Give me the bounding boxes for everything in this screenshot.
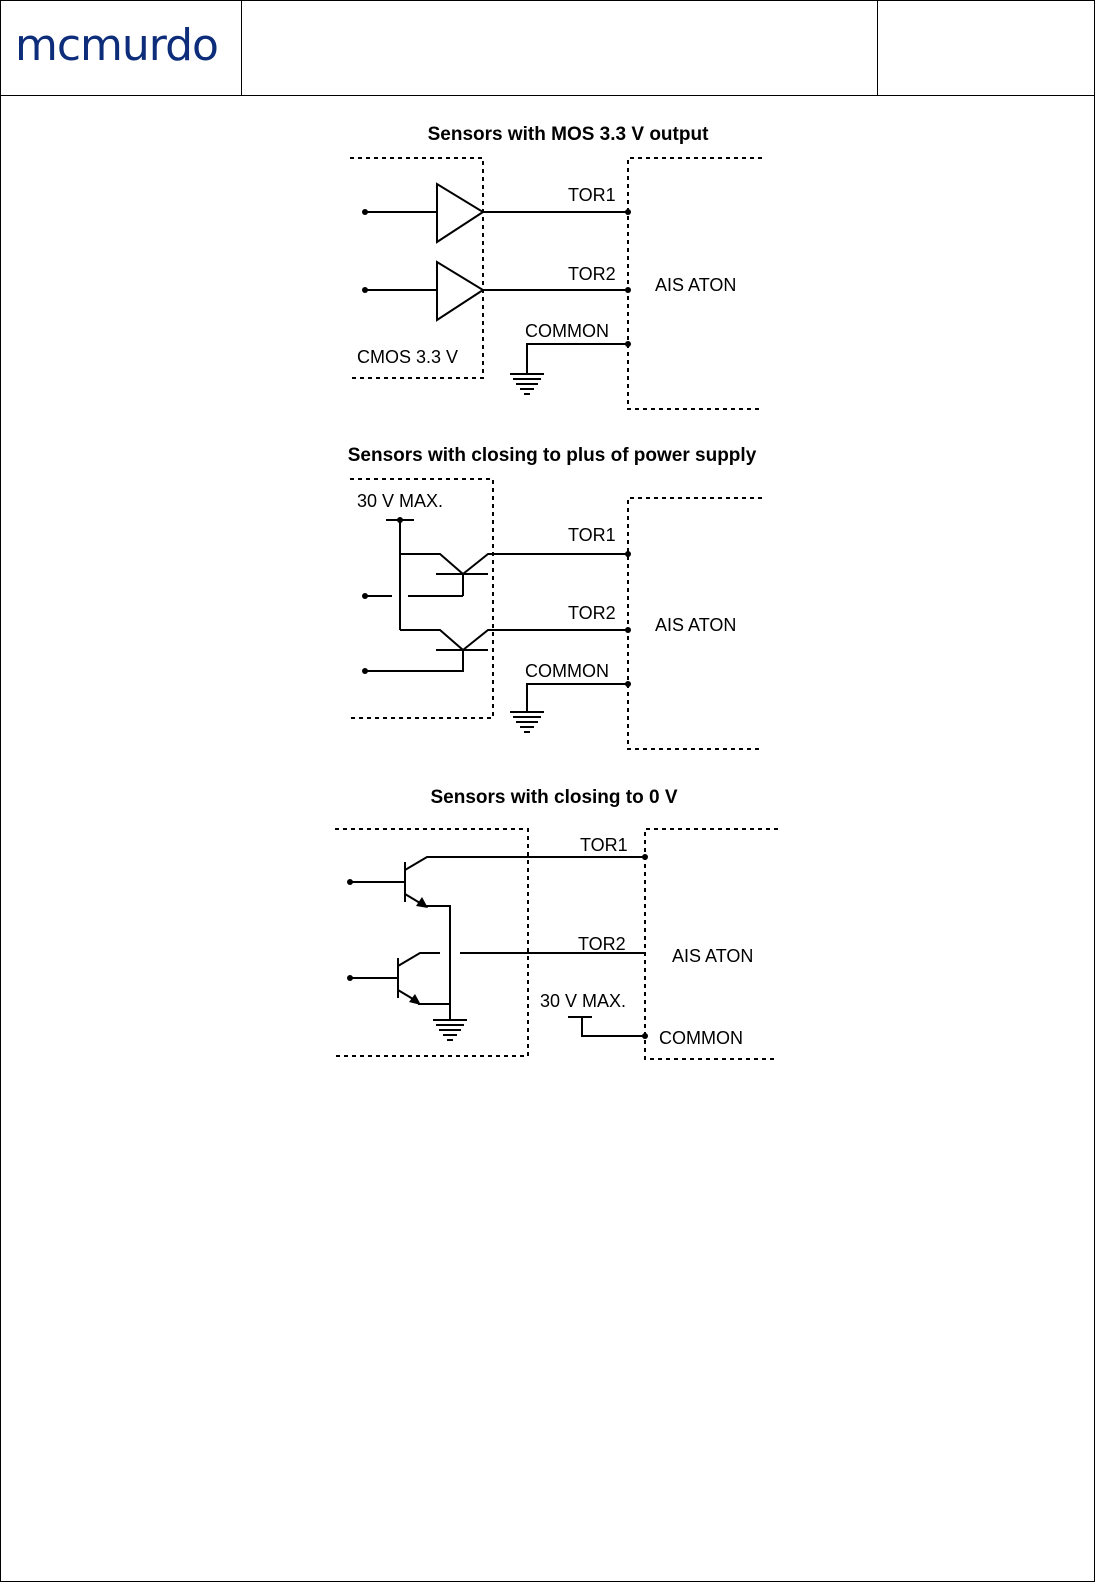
sensor-box (350, 479, 493, 718)
ground-symbol (510, 712, 544, 732)
sensor-box (335, 829, 528, 1056)
sensor-type-label: CMOS 3.3 V (357, 347, 458, 367)
tor2-terminal (625, 287, 631, 293)
diagram-title: Sensors with closing to plus of power su… (348, 445, 757, 466)
supply-label: 30 V MAX. (540, 991, 626, 1011)
ground-symbol (433, 1020, 467, 1040)
common-wire (527, 684, 628, 712)
device-label: AIS ATON (655, 615, 736, 635)
common-label: COMMON (525, 321, 609, 341)
tor1-label: TOR1 (580, 835, 628, 855)
diagram-closing-to-plus: Sensors with closing to plus of power su… (348, 445, 762, 749)
device-label: AIS ATON (672, 946, 753, 966)
tor2-terminal (625, 627, 631, 633)
tor1-terminal (625, 551, 631, 557)
collector-tor1 (405, 857, 645, 870)
buffer-symbol (437, 262, 483, 320)
transistor-collector (400, 554, 463, 574)
ground-rail (425, 906, 450, 1020)
diagram-mos-output: Sensors with MOS 3.3 V output TOR1 TOR2 … (350, 124, 762, 409)
tor1-label: TOR1 (568, 525, 616, 545)
tor2-label: TOR2 (568, 603, 616, 623)
common-terminal (625, 341, 631, 347)
diagram-title: Sensors with closing to 0 V (430, 787, 677, 808)
buffer-symbol (437, 184, 483, 242)
input-wire (365, 650, 463, 671)
supply-label: 30 V MAX. (357, 491, 443, 511)
diagram-title: Sensors with MOS 3.3 V output (428, 124, 709, 145)
tor1-label: TOR1 (568, 185, 616, 205)
tor1-terminal (625, 209, 631, 215)
common-terminal (625, 681, 631, 687)
ground-symbol (510, 374, 544, 394)
transistor-collector (398, 953, 440, 966)
device-label: AIS ATON (655, 275, 736, 295)
sensor-box (350, 158, 483, 378)
transistor-emitter-tor1 (463, 554, 628, 574)
transistor-collector (400, 630, 463, 650)
common-wire (527, 344, 628, 374)
tor1-terminal (642, 854, 648, 860)
common-wire (582, 1017, 645, 1036)
device-box (645, 829, 778, 1059)
common-label: COMMON (525, 661, 609, 681)
diagram-closing-to-0v: Sensors with closing to 0 V TOR1 TOR2 AI… (335, 787, 778, 1059)
transistor-emitter-tor2 (463, 630, 628, 650)
tor2-label: TOR2 (578, 934, 626, 954)
common-terminal (642, 1033, 648, 1039)
common-label: COMMON (659, 1028, 743, 1048)
tor2-label: TOR2 (568, 264, 616, 284)
